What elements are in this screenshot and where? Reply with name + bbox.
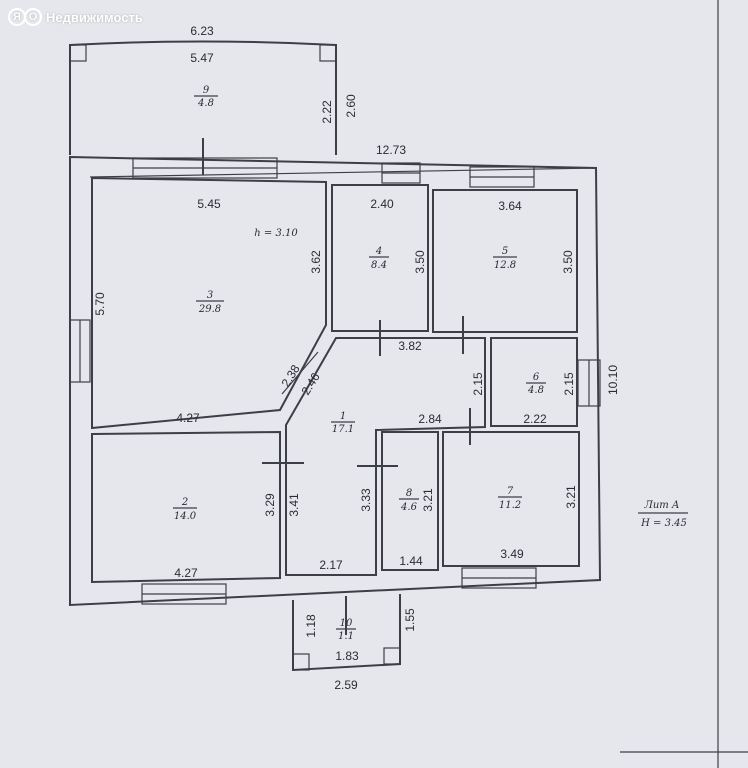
room-area-9: 4.8 bbox=[197, 98, 214, 109]
dim-r3-width: 5.45 bbox=[197, 197, 221, 211]
dim-top-outer: 6.23 bbox=[190, 24, 214, 38]
room-number-9: 9 bbox=[203, 85, 210, 96]
dim-r6-height-right: 2.15 bbox=[562, 372, 576, 396]
dim-r8-height: 3.21 bbox=[421, 488, 435, 512]
dim-r1-height-left: 3.41 bbox=[287, 493, 301, 517]
dim-porch-inner-width: 1.83 bbox=[335, 649, 359, 663]
room-label-4: 4 8.4 bbox=[369, 246, 389, 271]
room-area-6: 4.8 bbox=[527, 385, 544, 396]
room-6-outline bbox=[490, 337, 578, 427]
dim-terrace-h2: 2.60 bbox=[344, 94, 358, 118]
room-walls bbox=[91, 176, 580, 584]
room-number-2: 2 bbox=[181, 497, 188, 508]
house-outer-walls bbox=[69, 155, 602, 607]
room-label-10: 10 1.1 bbox=[336, 618, 356, 642]
o-logo-icon: О bbox=[24, 8, 42, 26]
dim-overall-height: 10.10 bbox=[606, 365, 620, 395]
dim-corridor-width: 3.82 bbox=[398, 339, 422, 353]
room-area-8: 4.6 bbox=[400, 502, 418, 513]
room-number-10: 10 bbox=[340, 618, 353, 629]
room-label-2: 2 14.0 bbox=[173, 497, 197, 522]
dim-r1-width: 2.84 bbox=[418, 412, 442, 426]
dim-r2-height-right: 3.29 bbox=[263, 493, 277, 517]
room-1-outline bbox=[285, 337, 486, 576]
dim-porch-outer-width: 2.59 bbox=[334, 678, 358, 692]
room-8-outline bbox=[381, 431, 439, 571]
dim-r5-height: 3.50 bbox=[561, 250, 575, 274]
dim-r4-height: 3.50 bbox=[413, 250, 427, 274]
room-number-1: 1 bbox=[340, 411, 346, 422]
room-number-4: 4 bbox=[375, 246, 382, 257]
room-area-4: 8.4 bbox=[371, 260, 387, 271]
legend-height: H = 3.45 bbox=[640, 518, 687, 529]
room-area-2: 14.0 bbox=[174, 511, 197, 522]
dim-r1-bottom: 2.17 bbox=[319, 558, 343, 572]
dim-r1-height-right: 3.33 bbox=[359, 488, 373, 512]
dim-r6-width: 2.22 bbox=[523, 412, 547, 426]
room-label-8: 8 4.6 bbox=[399, 488, 419, 513]
watermark: Я О Недвижимость bbox=[8, 8, 143, 26]
room-number-6: 6 bbox=[533, 372, 540, 383]
dim-terrace-h1: 2.22 bbox=[320, 100, 334, 124]
room-label-3: 3 29.8 bbox=[196, 290, 224, 315]
dim-porch-h-left: 1.18 bbox=[304, 614, 318, 638]
dimension-labels: 6.23 5.47 2.22 2.60 12.73 5.45 h = 3.10 … bbox=[93, 24, 620, 692]
terrace-walls bbox=[69, 40, 337, 175]
dim-r3-height-left: 5.70 bbox=[93, 292, 107, 316]
dim-r5-width: 3.64 bbox=[498, 199, 522, 213]
room-2-outline bbox=[91, 430, 281, 584]
dim-terrace-inner: 5.47 bbox=[190, 51, 214, 65]
dim-r7-bottom: 3.49 bbox=[500, 547, 524, 561]
room-3-outline bbox=[91, 176, 327, 430]
dim-r8-bottom: 1.44 bbox=[399, 554, 423, 568]
watermark-text: Недвижимость bbox=[46, 9, 143, 25]
room-labels: 9 4.8 3 29.8 4 8.4 5 12.8 6 4.8 1 17.1 bbox=[173, 85, 546, 642]
dim-r3-ceiling: h = 3.10 bbox=[254, 228, 298, 239]
dim-r2-bottom: 4.27 bbox=[174, 566, 198, 580]
room-area-5: 12.8 bbox=[494, 260, 516, 271]
legend-title: Лит А bbox=[643, 500, 679, 511]
room-5-outline bbox=[432, 189, 578, 333]
dim-diag-b: 2.46 bbox=[298, 370, 322, 398]
room-area-3: 29.8 bbox=[198, 304, 221, 315]
room-number-8: 8 bbox=[406, 488, 412, 499]
room-number-5: 5 bbox=[502, 246, 508, 257]
room-label-9: 9 4.8 bbox=[194, 85, 218, 109]
room-area-10: 1.1 bbox=[338, 631, 354, 642]
dim-r3-height-right: 3.62 bbox=[309, 250, 323, 274]
room-label-6: 6 4.8 bbox=[526, 372, 546, 396]
room-7-outline bbox=[442, 431, 580, 567]
dim-porch-h-right: 1.55 bbox=[403, 608, 417, 632]
room-area-1: 17.1 bbox=[332, 424, 354, 435]
room-number-3: 3 bbox=[207, 290, 213, 301]
room-label-1: 1 17.1 bbox=[331, 411, 355, 435]
legend: Лит А H = 3.45 bbox=[638, 500, 688, 529]
dim-r7-height: 3.21 bbox=[564, 485, 578, 509]
room-area-7: 11.2 bbox=[499, 500, 521, 511]
dim-r6-height-left: 2.15 bbox=[471, 372, 485, 396]
dim-r4-width: 2.40 bbox=[370, 197, 394, 211]
room-number-7: 7 bbox=[507, 486, 514, 497]
room-label-7: 7 11.2 bbox=[498, 486, 522, 511]
dim-overall-width: 12.73 bbox=[376, 143, 406, 157]
dim-r3-bottom: 4.27 bbox=[176, 411, 200, 425]
room-label-5: 5 12.8 bbox=[493, 246, 517, 271]
